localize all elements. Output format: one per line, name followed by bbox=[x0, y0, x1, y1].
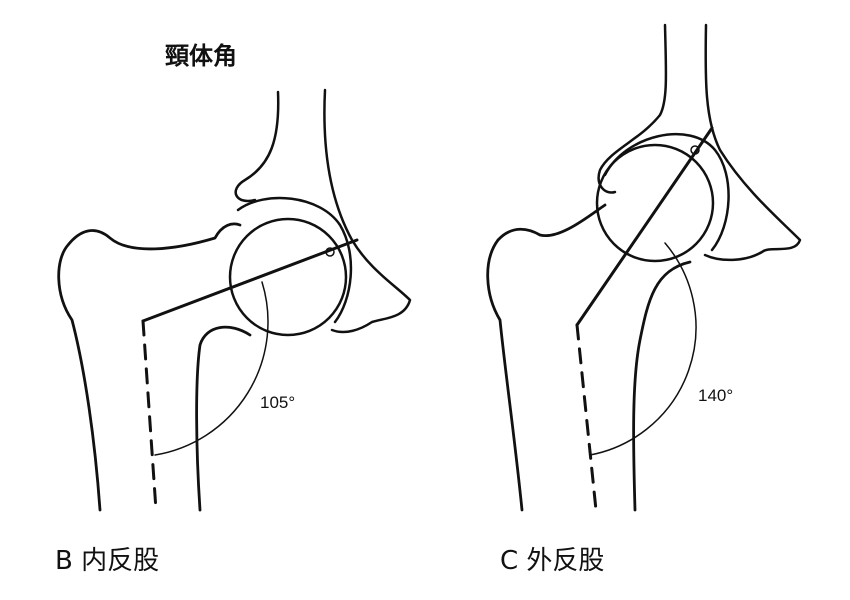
shaft-axis-dashed-c bbox=[575, 323, 598, 512]
angle-arc-c bbox=[589, 242, 697, 456]
head-center-mark-b bbox=[325, 247, 335, 257]
angle-label-b: 105° bbox=[260, 393, 296, 412]
shaft-axis-dashed-b bbox=[141, 319, 158, 512]
angle-label-c: 140° bbox=[698, 386, 734, 405]
figure-b-coxa-vara bbox=[57, 88, 412, 512]
caption-c: C 外反股 bbox=[500, 546, 605, 576]
femoral-head-b bbox=[228, 217, 348, 337]
figure-c-coxa-valga bbox=[486, 23, 802, 512]
femur-outline-b bbox=[57, 222, 252, 512]
pelvis-outline-c bbox=[597, 23, 802, 262]
femoral-head-c bbox=[595, 143, 715, 263]
angle-arc-b bbox=[154, 281, 269, 456]
neck-axis-b bbox=[141, 238, 359, 323]
neck-axis-c bbox=[575, 126, 714, 327]
caption-b: B 内反股 bbox=[55, 546, 160, 576]
acetabulum-arc-b bbox=[236, 196, 353, 324]
acetabulum-arc-c bbox=[603, 132, 730, 252]
femur-outline-c bbox=[486, 203, 692, 512]
pelvis-outline-b bbox=[234, 88, 412, 334]
head-center-mark-c bbox=[690, 145, 700, 155]
diagram-title: 頸体角 bbox=[165, 42, 237, 70]
